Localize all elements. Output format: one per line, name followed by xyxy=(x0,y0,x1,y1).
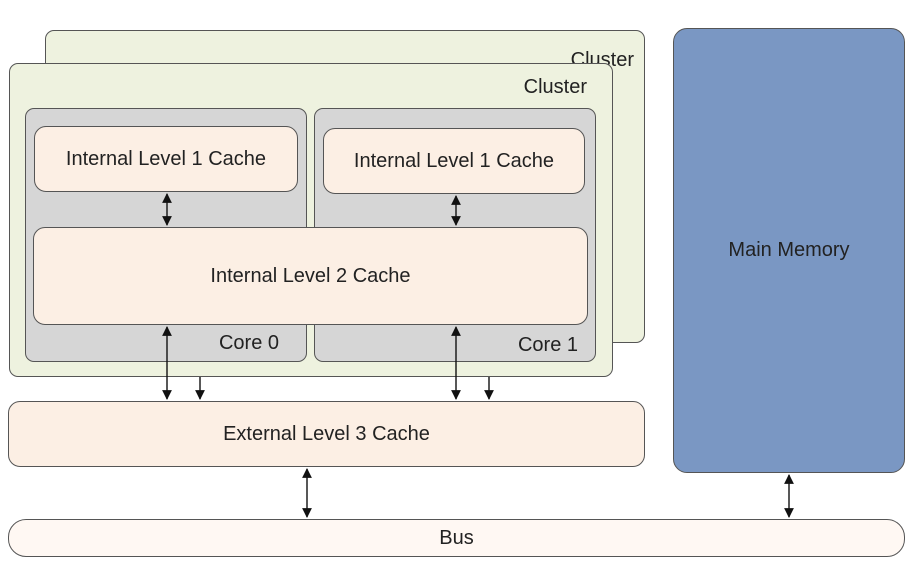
core-0-l1-label: Internal Level 1 Cache xyxy=(65,147,267,170)
l3-cache-label: External Level 3 Cache xyxy=(223,422,430,445)
main-memory: Main Memory xyxy=(673,28,905,473)
core-0-label: Core 0 xyxy=(218,332,279,354)
l2-cache-label: Internal Level 2 Cache xyxy=(210,264,411,287)
core-0-l1-cache: Internal Level 1 Cache xyxy=(34,126,298,192)
l2-cache: Internal Level 2 Cache xyxy=(33,227,588,325)
main-memory-label: Main Memory xyxy=(728,239,850,261)
core-1-l1-label: Internal Level 1 Cache xyxy=(353,149,555,172)
cluster-front-label: Cluster xyxy=(523,76,587,98)
bus-label: Bus xyxy=(439,526,474,549)
core-1-l1-cache: Internal Level 1 Cache xyxy=(323,128,585,194)
bus: Bus xyxy=(8,519,905,557)
l3-cache: External Level 3 Cache xyxy=(8,401,645,467)
core-1-label: Core 1 xyxy=(517,334,578,356)
